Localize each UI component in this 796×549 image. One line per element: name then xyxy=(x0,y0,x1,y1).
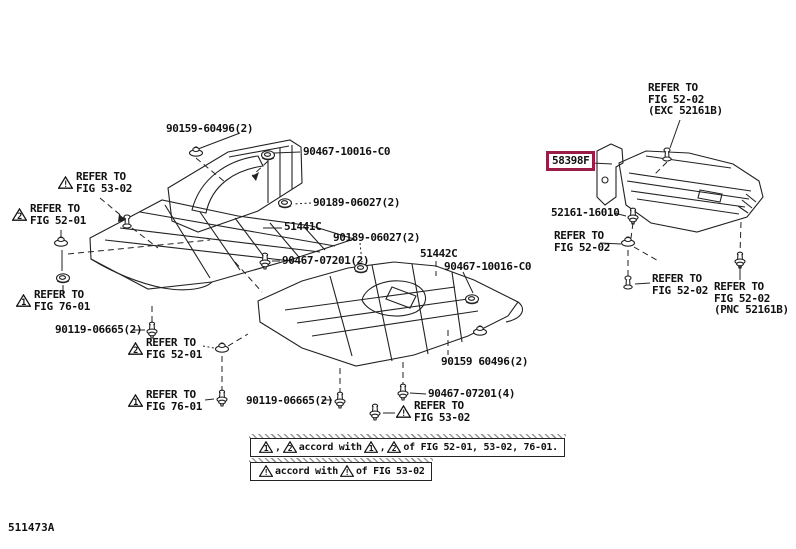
construction-lines xyxy=(67,157,742,394)
warning-triangle-icon: ! xyxy=(58,176,73,189)
drawing-number: 511473A xyxy=(8,521,55,534)
part-label-90119-06665-2-mid: 90119-06665(2) xyxy=(246,394,334,407)
warning-triangle-icon: 2 xyxy=(128,342,143,355)
warning-triangle-icon: ! xyxy=(339,465,354,477)
label-text: 58398F xyxy=(546,151,596,171)
label-text: 51441C xyxy=(284,220,322,233)
svg-text:2: 2 xyxy=(133,346,138,355)
warning-triangle-icon: 1 xyxy=(16,294,31,307)
label-text: 51442C xyxy=(420,247,458,260)
label-text: 90189-06027(2) xyxy=(313,196,401,209)
dotted-leaders xyxy=(202,202,363,349)
warning-triangle-icon: 1 xyxy=(259,441,273,453)
part-label-90189-06027-2-lower: 90189-06027(2) xyxy=(333,231,421,244)
svg-text:1: 1 xyxy=(264,444,269,453)
label-text: 52161-16010 xyxy=(551,206,620,219)
note-box-1: 1 , 2 accord with 1 , 2 of FIG 52-01, 53… xyxy=(249,434,566,457)
warning-triangle-icon: 2 xyxy=(282,441,297,453)
svg-text:1: 1 xyxy=(21,298,26,307)
label-text: 90467-10016-C0 xyxy=(303,145,391,158)
warning-triangle-icon: 1 xyxy=(363,441,378,453)
svg-text:1: 1 xyxy=(133,398,138,407)
part-label-90159-60496-2-top: 90159-60496(2) xyxy=(166,122,254,135)
part-label-90467-10016-c0-top: 90467-10016-C0 xyxy=(303,145,391,158)
part-label-90467-10016-c0-lower: 90467-10016-C0 xyxy=(444,260,532,273)
svg-text:1: 1 xyxy=(368,444,373,453)
warning-triangle-icon: ! xyxy=(396,405,411,418)
svg-text:2: 2 xyxy=(287,444,292,453)
svg-text:2: 2 xyxy=(17,212,22,221)
part-label-90159-60496-2-bottom: 90159 60496(2) xyxy=(441,355,529,368)
note-box-2: ! accord with ! of FIG 53-02 xyxy=(249,458,433,481)
label-text: 90467-10016-C0 xyxy=(444,260,532,273)
under-cover-58398f-drawing xyxy=(596,143,764,233)
part-label-90467-07201-4: 90467-07201(4) xyxy=(428,387,516,400)
label-text: 90189-06027(2) xyxy=(333,231,421,244)
warning-triangle-icon: 2 xyxy=(12,208,27,221)
label-text: 90467-07201(2) xyxy=(282,254,370,267)
part-label-90119-06665-2-left: 90119-06665(2) xyxy=(55,323,143,336)
label-text: 90159-60496(2) xyxy=(166,122,254,135)
part-label-52161-16010: 52161-16010 xyxy=(551,206,620,219)
warning-triangle-icon: 1 xyxy=(128,394,143,407)
warning-triangle-icon: 2 xyxy=(387,441,402,453)
svg-text:2: 2 xyxy=(392,444,397,453)
part-label-51442c: 51442C xyxy=(420,247,458,260)
part-label-90189-06027-2-upper: 90189-06027(2) xyxy=(313,196,401,209)
label-text: 90159 60496(2) xyxy=(441,355,529,368)
svg-text:!: ! xyxy=(345,468,350,477)
part-label-90467-07201-2: 90467-07201(2) xyxy=(282,254,370,267)
svg-text:!: ! xyxy=(63,180,68,189)
svg-text:!: ! xyxy=(401,409,406,418)
label-text: 90119-06665(2) xyxy=(246,394,334,407)
part-label-51441c: 51441C xyxy=(284,220,322,233)
label-text: 90119-06665(2) xyxy=(55,323,143,336)
svg-text:!: ! xyxy=(264,468,269,477)
warning-triangle-icon: ! xyxy=(259,465,273,477)
highlighted-part-label-58398f[interactable]: 58398F xyxy=(546,151,596,171)
label-text: 90467-07201(4) xyxy=(428,387,516,400)
arrowheads xyxy=(118,172,259,222)
